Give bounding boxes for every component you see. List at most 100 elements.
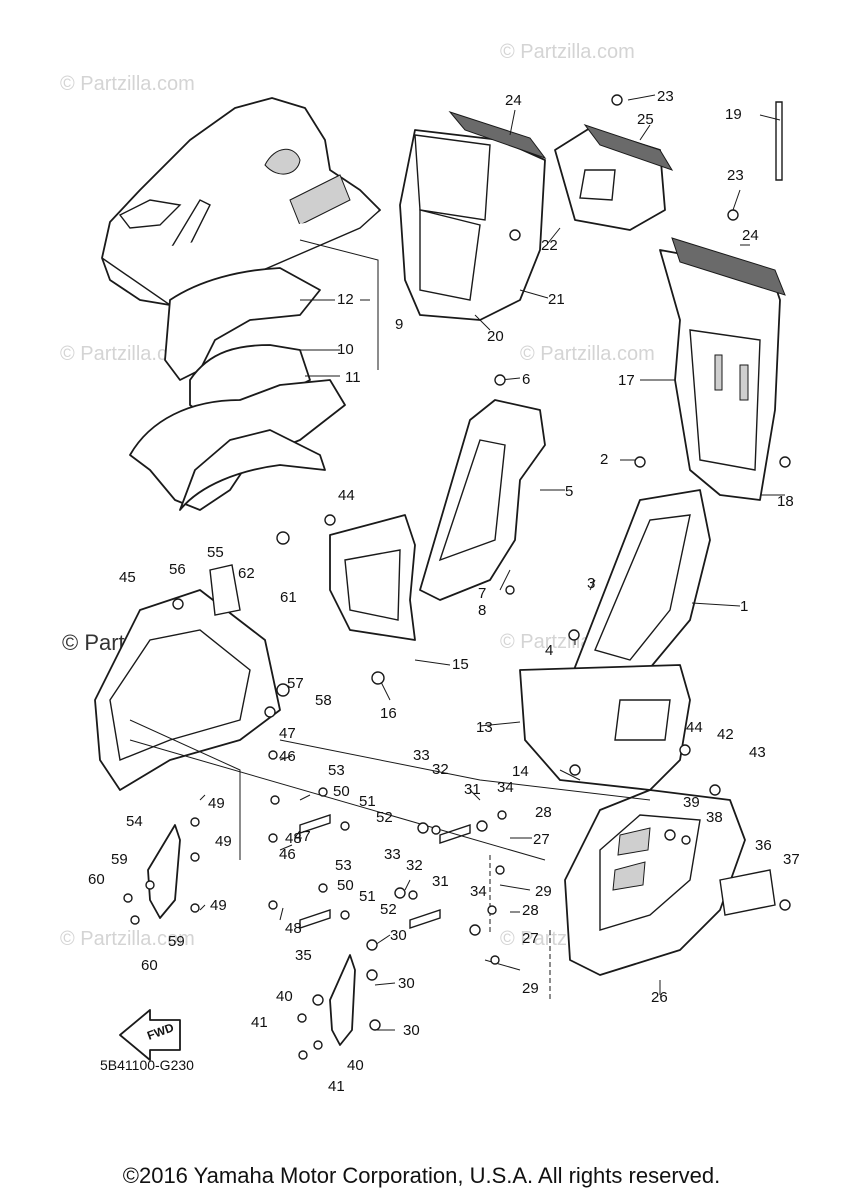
- callout-31: 31: [432, 873, 449, 890]
- watermark: © Partzilla.com: [60, 928, 195, 950]
- callout-18: 18: [777, 493, 794, 510]
- callout-37: 37: [783, 851, 800, 868]
- callout-56: 56: [169, 561, 186, 578]
- callout-40: 40: [347, 1057, 364, 1074]
- callout-25: 25: [637, 111, 654, 128]
- copyright-notice: ©2016 Yamaha Motor Corporation, U.S.A. A…: [122, 1163, 721, 1188]
- callout-3: 3: [587, 575, 595, 592]
- callout-42: 42: [717, 726, 734, 743]
- callout-40: 40: [276, 988, 293, 1005]
- callout-21: 21: [548, 291, 565, 308]
- callout-55: 55: [207, 544, 224, 561]
- callout-22: 22: [541, 237, 558, 254]
- part-5-guard: [419, 399, 546, 601]
- callout-32: 32: [406, 857, 423, 874]
- diagram-reference: 5B41100-G230: [100, 1057, 194, 1073]
- callout-49: 49: [208, 795, 225, 812]
- callout-53: 53: [335, 857, 352, 874]
- callout-48: 48: [285, 830, 302, 847]
- callouts: 1 2 3 4 5 6 7 8 9 10 11 12 13 14 15 16 1…: [88, 88, 800, 1095]
- callout-4: 4: [545, 642, 553, 659]
- part-20-air-box: [399, 110, 674, 321]
- part-45-side-panel: [94, 564, 281, 791]
- callout-44: 44: [338, 487, 355, 504]
- callout-30: 30: [398, 975, 415, 992]
- callout-16: 16: [380, 705, 397, 722]
- callout-50: 50: [333, 783, 350, 800]
- callout-13: 13: [476, 719, 493, 736]
- callout-29: 29: [522, 980, 539, 997]
- part-15-plate: [329, 514, 416, 641]
- callout-45: 45: [119, 569, 136, 586]
- callout-41: 41: [251, 1014, 268, 1031]
- watermark: © Partzilla.com: [500, 41, 635, 63]
- callout-7: 7: [478, 585, 486, 602]
- callout-8: 8: [478, 602, 486, 619]
- callout-52: 52: [380, 901, 397, 918]
- callout-24: 24: [742, 227, 759, 244]
- callout-49: 49: [215, 833, 232, 850]
- callout-34: 34: [497, 779, 514, 796]
- part-19-tie: [775, 101, 783, 181]
- part-35-bracket: [329, 954, 356, 1046]
- watermark: © Partzilla.com: [60, 343, 195, 365]
- callout-44: 44: [686, 719, 703, 736]
- callout-36: 36: [755, 837, 772, 854]
- callout-32: 32: [432, 761, 449, 778]
- callout-62: 62: [238, 565, 255, 582]
- callout-6: 6: [522, 371, 530, 388]
- callout-23: 23: [657, 88, 674, 105]
- callout-51: 51: [359, 793, 376, 810]
- fwd-arrow: FWD: [119, 1009, 181, 1061]
- callout-57: 57: [287, 675, 304, 692]
- watermark: © Partzilla.com: [520, 343, 655, 365]
- part-17-panel: [659, 237, 786, 501]
- callout-10: 10: [337, 341, 354, 358]
- callout-26: 26: [651, 989, 668, 1006]
- callout-23: 23: [727, 167, 744, 184]
- callout-60: 60: [141, 957, 158, 974]
- callout-28: 28: [522, 902, 539, 919]
- callout-28: 28: [535, 804, 552, 821]
- callout-31: 31: [464, 781, 481, 798]
- part-9-cover-assembly: [101, 97, 381, 511]
- callout-30: 30: [390, 927, 407, 944]
- callout-53: 53: [328, 762, 345, 779]
- part-1-guard: [569, 489, 711, 681]
- callout-43: 43: [749, 744, 766, 761]
- callout-1: 1: [740, 598, 748, 615]
- callout-39: 39: [683, 794, 700, 811]
- callout-33: 33: [413, 747, 430, 764]
- callout-50: 50: [337, 877, 354, 894]
- callout-59: 59: [168, 933, 185, 950]
- callout-52: 52: [376, 809, 393, 826]
- callout-41: 41: [328, 1078, 345, 1095]
- callout-46: 46: [279, 748, 296, 765]
- callout-51: 51: [359, 888, 376, 905]
- callout-14: 14: [512, 763, 529, 780]
- callout-27: 27: [522, 930, 539, 947]
- callout-17: 17: [618, 372, 635, 389]
- callout-47: 47: [279, 725, 296, 742]
- callout-29: 29: [535, 883, 552, 900]
- callout-48: 48: [285, 920, 302, 937]
- part-54-bracket: [147, 824, 181, 919]
- part-13-plate: [519, 664, 691, 791]
- watermark: © Partzilla.com: [60, 73, 195, 95]
- callout-38: 38: [706, 809, 723, 826]
- callout-2: 2: [600, 451, 608, 468]
- callout-59: 59: [111, 851, 128, 868]
- callout-5: 5: [565, 483, 573, 500]
- callout-61: 61: [280, 589, 297, 606]
- callout-30: 30: [403, 1022, 420, 1039]
- callout-34: 34: [470, 883, 487, 900]
- callout-60: 60: [88, 871, 105, 888]
- callout-19: 19: [725, 106, 742, 123]
- hardware: [123, 94, 791, 1060]
- callout-9: 9: [395, 316, 403, 333]
- callout-20: 20: [487, 328, 504, 345]
- part-26-side-panel: [564, 789, 776, 976]
- callout-27: 27: [533, 831, 550, 848]
- callout-46: 46: [279, 846, 296, 863]
